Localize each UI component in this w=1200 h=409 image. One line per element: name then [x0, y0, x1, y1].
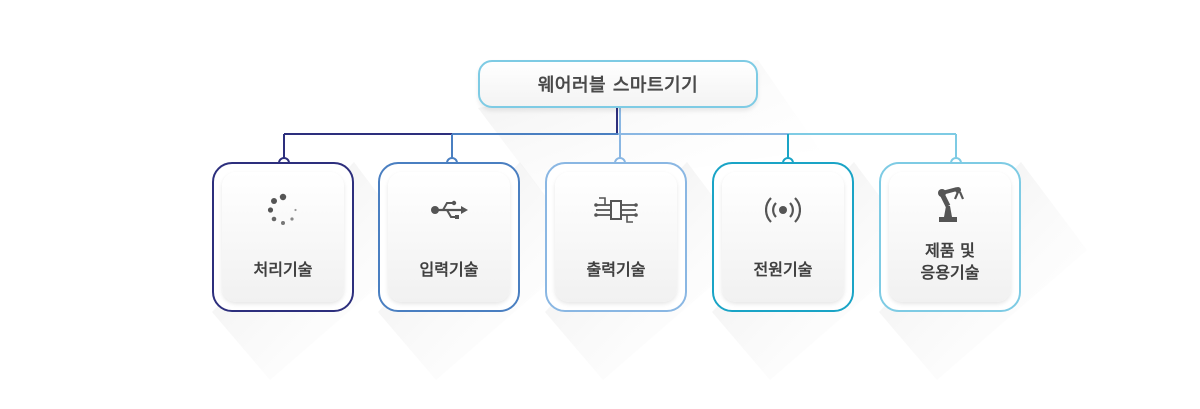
root-label: 웨어러블 스마트기기 — [537, 75, 699, 96]
usb-icon — [388, 190, 510, 230]
wireless-signal-icon — [722, 190, 844, 230]
root-node: 웨어러블 스마트기기 — [478, 60, 758, 108]
processor-chip-icon — [555, 190, 677, 230]
card-output: 출력기술 — [545, 162, 687, 312]
card-product-application: 제품 및 응용기술 — [879, 162, 1021, 312]
loading-spinner-icon — [222, 190, 344, 230]
robot-arm-icon — [889, 184, 1011, 224]
card-inner: 제품 및 응용기술 — [889, 172, 1011, 302]
card-power: 전원기술 — [712, 162, 854, 312]
card-label: 처리기술 — [253, 260, 313, 279]
card-inner: 처리기술 — [222, 172, 344, 302]
card-inner: 입력기술 — [388, 172, 510, 302]
card-label: 출력기술 — [586, 260, 646, 279]
card-inner: 전원기술 — [722, 172, 844, 302]
card-inner: 출력기술 — [555, 172, 677, 302]
card-processing: 처리기술 — [212, 162, 354, 312]
card-input: 입력기술 — [378, 162, 520, 312]
card-label: 입력기술 — [419, 260, 479, 279]
card-label: 전원기술 — [753, 260, 813, 279]
card-label: 제품 및 응용기술 — [920, 241, 980, 282]
